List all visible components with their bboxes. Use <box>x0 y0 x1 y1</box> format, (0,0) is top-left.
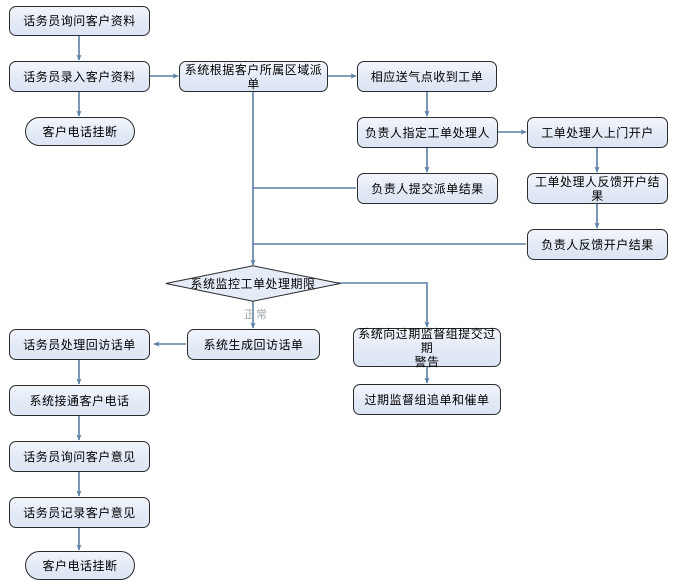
node-customer-hangs-up-bottom[interactable]: 客户电话挂断 <box>25 551 135 580</box>
node-customer-hangs-up-top[interactable]: 客户电话挂断 <box>25 117 135 146</box>
node-handler-feedback-account-result[interactable]: 工单处理人反馈开户结果 <box>527 173 668 204</box>
node-manager-assigns-handler[interactable]: 负责人指定工单处理人 <box>357 117 498 148</box>
node-overdue-team-followup-and-urge[interactable]: 过期监督组追单和催单 <box>353 384 501 415</box>
node-handler-visits-to-open-account[interactable]: 工单处理人上门开户 <box>527 117 668 148</box>
edge-n11-n13 <box>328 282 430 328</box>
node-system-sends-overdue-warning[interactable]: 系统向过期监督组提交过期 警告 <box>353 327 501 369</box>
node-system-generates-followup-call[interactable]: 系统生成回访话单 <box>187 329 320 360</box>
node-agent-asks-customer-opinion[interactable]: 话务员询问客户意见 <box>9 441 150 472</box>
node-agent-asks-customer-info[interactable]: 话务员询问客户资料 <box>9 6 150 36</box>
node-system-monitors-deadline-label: 系统监控工单处理期限 <box>190 277 316 291</box>
node-agent-records-customer-opinion[interactable]: 话务员记录客户意见 <box>9 497 150 528</box>
node-agent-handles-followup-call[interactable]: 话务员处理回访话单 <box>9 329 150 360</box>
node-manager-feedback-account-result[interactable]: 负责人反馈开户结果 <box>527 229 668 260</box>
node-system-connects-customer-call[interactable]: 系统接通客户电话 <box>9 385 150 416</box>
node-manager-submits-dispatch-result[interactable]: 负责人提交派单结果 <box>357 173 498 204</box>
node-system-dispatch-by-region[interactable]: 系统根据客户所属区域派单 <box>179 61 328 92</box>
edge-label-normal: 正常 <box>244 308 268 321</box>
node-gas-station-receives-order[interactable]: 相应送气点收到工单 <box>357 61 497 92</box>
diamond-shape <box>165 265 341 302</box>
node-system-monitors-deadline[interactable]: 系统监控工单处理期限 <box>165 265 341 302</box>
node-agent-enters-customer-info[interactable]: 话务员录入客户资料 <box>9 61 150 92</box>
